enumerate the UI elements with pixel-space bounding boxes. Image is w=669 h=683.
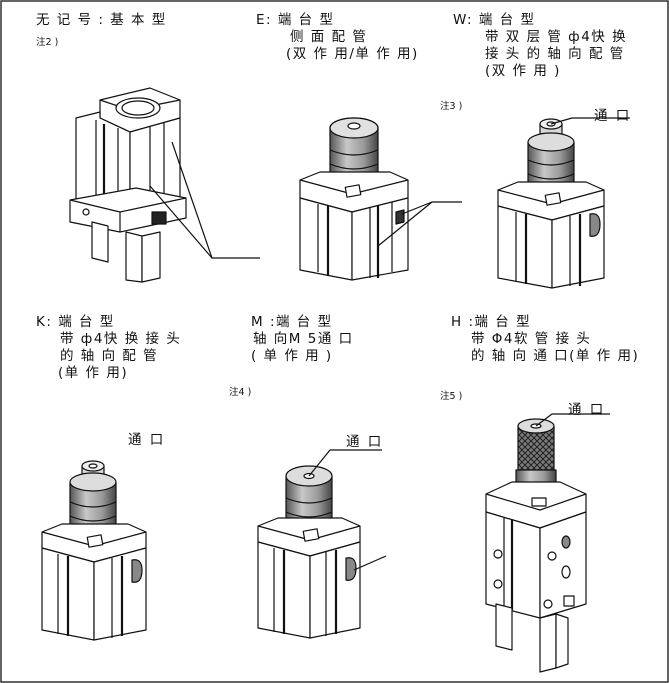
label-w-line-4: (双 作 用 ) [485,63,561,79]
label-m-line-1: M :端 台 型 [251,314,333,330]
label-basic-line-1: 无 记 号 : 基 本 型 [36,12,167,28]
label-k-line-2: 带 ф4快 换 接 头 [60,331,182,347]
label-e-line-2: 侧 面 配 管 [290,29,368,45]
m-cylinder-drawing [257,449,387,639]
basic-cylinder-drawing [69,87,260,283]
note-2: 注2 ) [36,37,59,48]
label-k-line-1: K: 端 台 型 [36,314,115,330]
k-cylinder-drawing [41,460,147,641]
label-w-line-3: 接 头 的 轴 向 配 管 [485,46,625,62]
label-e: E: 端 台 型 侧 面 配 管 (双 作 用/单 作 用) [256,12,419,63]
label-w-line-1: W: 端 台 型 [453,12,536,28]
note-3: 注3 ) [440,101,463,112]
note-5: 注5 ) [440,391,463,402]
label-e-line-1: E: 端 台 型 [256,12,335,28]
label-m-line-2: 轴 向M 5通 口 [253,331,354,347]
port-label-m: 通 口 [346,434,384,450]
label-h-line-1: H :端 台 型 [451,314,532,330]
port-label-w: 通 口 [594,108,632,124]
h-cylinder-drawing [485,413,610,673]
label-m-line-3: ( 单 作 用 ) [251,348,333,364]
label-h-line-2: 带 Φ4软 管 接 头 [471,331,592,347]
label-e-line-3: (双 作 用/单 作 用) [286,46,419,62]
label-h: H :端 台 型 带 Φ4软 管 接 头 的 轴 向 通 口(单 作 用) [451,314,639,365]
label-m: M :端 台 型 轴 向M 5通 口 ( 单 作 用 ) [251,314,354,365]
label-w-line-2: 带 双 层 管 ф4快 换 [485,29,628,45]
e-cylinder-drawing [299,117,462,281]
label-h-line-3: 的 轴 向 通 口(单 作 用) [471,348,640,364]
label-k: K: 端 台 型 带 ф4快 换 接 头 的 轴 向 配 管 (单 作 用) [36,314,181,382]
note-4: 注4 ) [229,387,252,398]
label-k-line-4: (单 作 用) [58,365,129,381]
label-k-line-3: 的 轴 向 配 管 [60,348,159,364]
label-basic: 无 记 号 : 基 本 型 [36,12,167,29]
port-label-k: 通 口 [128,432,166,448]
w-cylinder-drawing [497,117,630,289]
label-w: W: 端 台 型 带 双 层 管 ф4快 换 接 头 的 轴 向 配 管 (双 … [453,12,627,80]
